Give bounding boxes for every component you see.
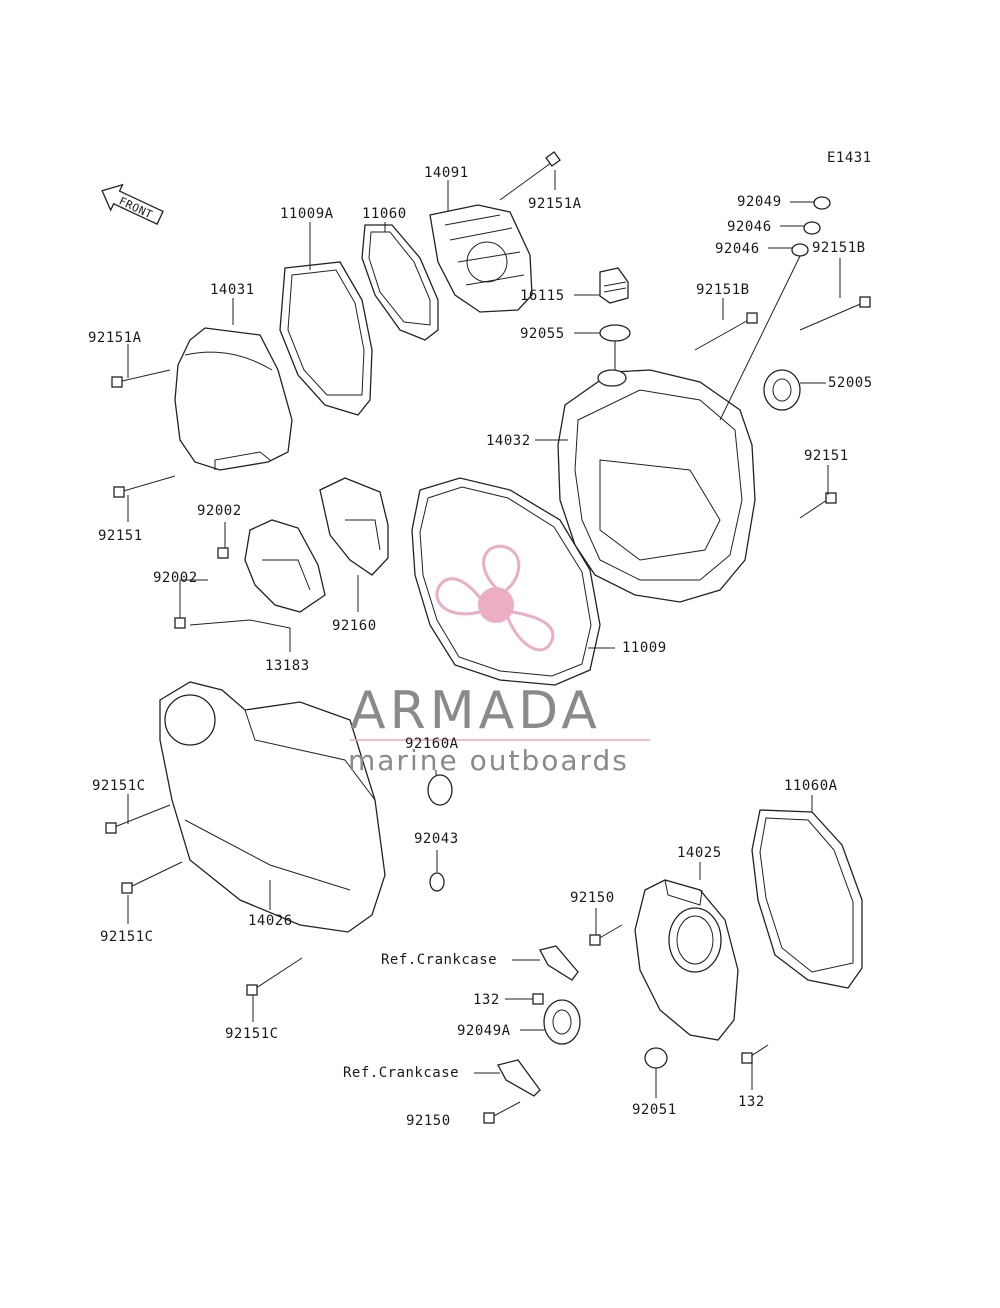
label-92151C-c: 92151C (225, 1026, 279, 1042)
label-92049A: 92049A (457, 1023, 511, 1039)
label-92046-a: 92046 (727, 219, 772, 235)
part-92043-dowel (429, 872, 445, 892)
part-52005-seal (763, 369, 801, 411)
ref-crankcase-clip-b (497, 1059, 541, 1097)
bolt-92151-left (113, 475, 176, 498)
part-14025-cover (634, 879, 739, 1041)
label-92151B-b: 92151B (812, 240, 866, 256)
bolt-132-a (532, 993, 544, 1005)
label-92151A-top: 92151A (528, 196, 582, 212)
part-14026-cover (159, 681, 386, 933)
label-132-b: 132 (738, 1094, 765, 1110)
bolt-92002-b (174, 617, 186, 629)
watermark-subtitle: marine outboards (348, 744, 629, 777)
bolt-92151B-b (799, 296, 871, 331)
part-92055-o-ring (599, 324, 631, 342)
part-13183-plate (244, 519, 326, 613)
label-14031: 14031 (210, 282, 255, 298)
label-92151A-left: 92151A (88, 330, 142, 346)
diagram-code: E1431 (827, 150, 872, 166)
label-92046-b: 92046 (715, 241, 760, 257)
propeller-logo-icon (435, 544, 555, 652)
bolt-92151B-a (694, 312, 758, 351)
bolt-92151A-top (499, 151, 561, 201)
label-92002-b: 92002 (153, 570, 198, 586)
part-92046-collar-a (803, 221, 821, 235)
label-92150-b: 92150 (406, 1113, 451, 1129)
label-92151B-a: 92151B (696, 282, 750, 298)
bolt-92002-a (217, 547, 229, 559)
label-92151-right: 92151 (804, 448, 849, 464)
part-92046-collar-b (791, 243, 809, 257)
bolt-92151C-b (121, 861, 183, 894)
part-92049A-seal (543, 999, 581, 1045)
part-14031-cover (174, 327, 293, 471)
label-92151C-b: 92151C (100, 929, 154, 945)
part-11060-gasket (361, 224, 439, 341)
bolt-92151-right (799, 492, 837, 519)
label-ref-crankcase-a: Ref.Crankcase (381, 952, 497, 968)
bolt-92150-a (589, 924, 623, 946)
part-92160-gasket (319, 477, 389, 576)
part-11060A-gasket (751, 809, 863, 989)
front-arrow-icon: FRONT (101, 183, 164, 225)
label-92151-left: 92151 (98, 528, 143, 544)
part-16115-plug (599, 267, 629, 304)
label-92002-a: 92002 (197, 503, 242, 519)
label-13183: 13183 (265, 658, 310, 674)
label-11009: 11009 (622, 640, 667, 656)
label-92160A: 92160A (405, 736, 459, 752)
part-92160A-bushing (427, 774, 453, 806)
ref-crankcase-clip-a (539, 945, 579, 981)
label-92043: 92043 (414, 831, 459, 847)
label-92055: 92055 (520, 326, 565, 342)
leader-lines (127, 170, 841, 1098)
label-14025: 14025 (677, 845, 722, 861)
label-11009A: 11009A (280, 206, 334, 222)
label-92150-a: 92150 (570, 890, 615, 906)
label-132-a: 132 (473, 992, 500, 1008)
label-92049: 92049 (737, 194, 782, 210)
bolt-92151C-c (246, 957, 303, 996)
label-14026: 14026 (248, 913, 293, 929)
bolt-92151C-a (105, 804, 171, 834)
watermark-title: ARMADA (350, 681, 601, 741)
part-92049-cap (813, 196, 831, 210)
part-92051-seal (644, 1047, 668, 1069)
label-16115: 16115 (520, 288, 565, 304)
part-11009A-gasket (279, 261, 373, 416)
label-14032: 14032 (486, 433, 531, 449)
part-labels: 14091 92151A 11060 11009A 14031 92151A 9… (88, 165, 873, 1129)
label-14091: 14091 (424, 165, 469, 181)
label-52005: 52005 (828, 375, 873, 391)
label-11060: 11060 (362, 206, 407, 222)
bolt-132-b (741, 1044, 769, 1064)
label-11060A: 11060A (784, 778, 838, 794)
watermark: ARMADA marine outboards (348, 544, 650, 777)
label-92151C-a: 92151C (92, 778, 146, 794)
label-ref-crankcase-b: Ref.Crankcase (343, 1065, 459, 1081)
bolt-92151A-left (111, 369, 171, 388)
label-92051: 92051 (632, 1102, 677, 1118)
part-14032-crankcase-cover (557, 369, 756, 603)
bolt-92150-b (483, 1101, 521, 1124)
label-92160: 92160 (332, 618, 377, 634)
part-14091-cover (429, 204, 533, 313)
